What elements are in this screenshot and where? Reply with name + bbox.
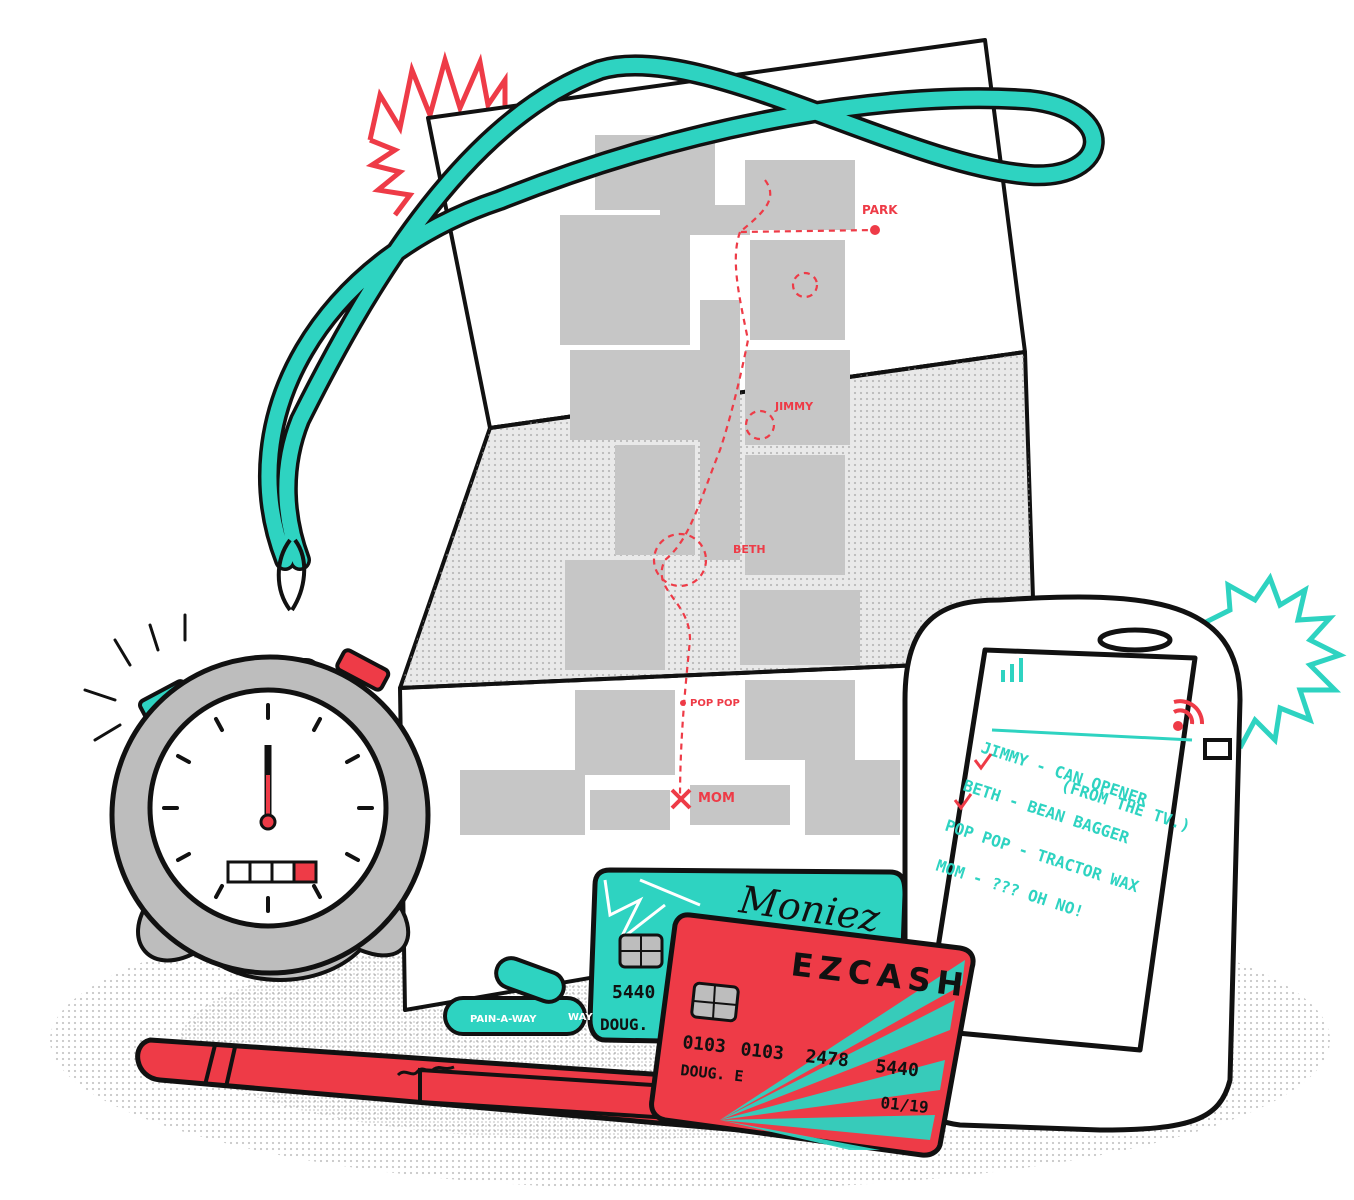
pen-icon (135, 1037, 796, 1133)
mom-x-marker (670, 788, 692, 810)
poppop-marker (680, 700, 686, 706)
stopwatch-icon (83, 538, 431, 982)
card-number-fragment: 5440 (612, 982, 655, 1003)
map-label-beth: BETH (733, 543, 766, 556)
credit-card-ezcash: EZCASH 0103 0103 2478 5440 DOUG. E 01/19 (649, 912, 976, 1158)
card-holder-teal: DOUG. (600, 1015, 648, 1034)
card-number-group-4: 5440 (874, 1056, 919, 1081)
pill-label: PAIN-A-WAY (470, 1014, 537, 1025)
teal-burst-icon (1198, 572, 1347, 750)
map-label-jimmy: JIMMY (774, 400, 814, 413)
map-label-poppop: POP POP (690, 698, 740, 709)
card-expiry: 01/19 (880, 1093, 930, 1117)
park-marker (870, 225, 880, 235)
route-path (652, 179, 876, 801)
mall-blocks (460, 135, 900, 835)
card-chip-icon (618, 933, 664, 969)
lanyard-icon (258, 54, 1105, 571)
card-number-group-1: 0103 (681, 1032, 726, 1057)
pill-icon: PAIN-A-WAY WAY (443, 956, 593, 1036)
wifi-icon (1172, 699, 1205, 731)
card-chip-icon (690, 981, 740, 1023)
card-number-group-3: 2478 (804, 1046, 849, 1071)
pill-label-fragment: WAY (568, 1012, 593, 1023)
map-label-mom: MOM (698, 791, 735, 806)
red-burst-icon (365, 51, 508, 217)
phone-icon: JIMMY - CAN OPENER BETH - BEAN BAGGER (F… (902, 594, 1243, 1133)
map-label-park: PARK (862, 203, 898, 217)
signal-icon (1001, 658, 1023, 682)
card-number-group-2: 0103 (739, 1039, 784, 1064)
